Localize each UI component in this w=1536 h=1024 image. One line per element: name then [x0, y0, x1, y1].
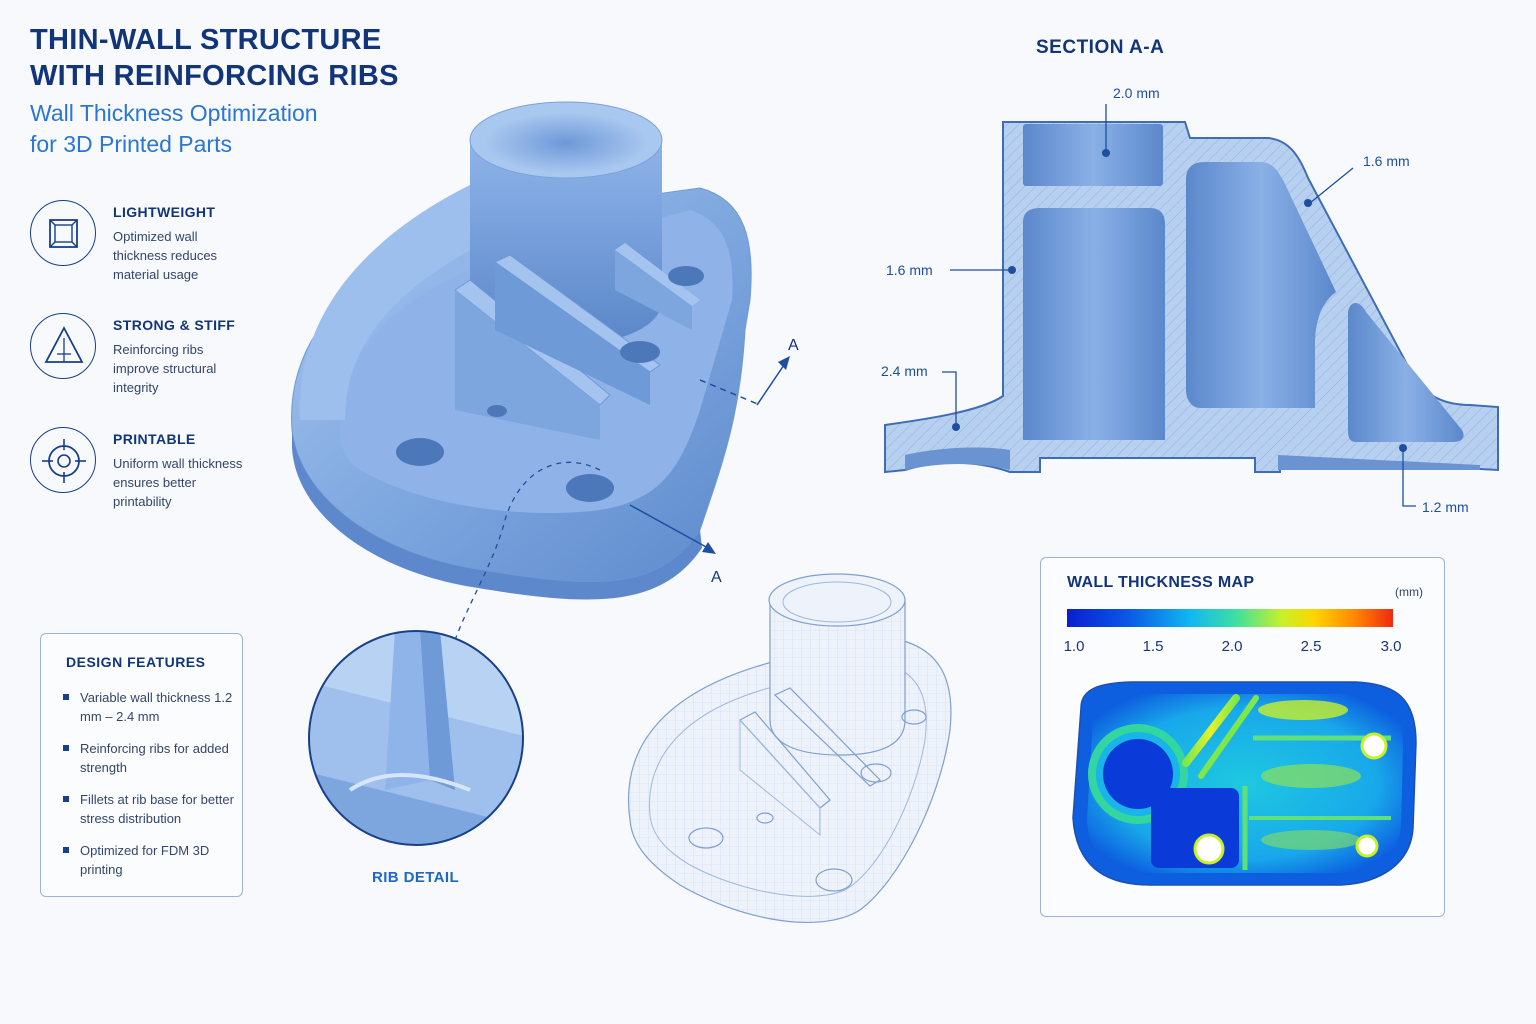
cube-icon [30, 200, 96, 266]
dim-base-left-label: 2.4 mm [881, 363, 928, 379]
triangle-icon [30, 313, 96, 379]
feature-title: STRONG & STIFF [113, 317, 236, 333]
thickness-heatmap [1072, 681, 1417, 886]
bullet-icon [63, 847, 69, 853]
title-line-2: WITH REINFORCING RIBS [30, 60, 399, 92]
design-features-panel: DESIGN FEATURES Variable wall thickness … [40, 633, 243, 897]
page-title: THIN-WALL STRUCTURE WITH REINFORCING RIB… [30, 22, 399, 94]
section-title: SECTION A-A [1036, 37, 1165, 58]
feature-lightweight: LIGHTWEIGHT Optimized wall thickness red… [30, 200, 250, 290]
section-marker-bottom: A [711, 569, 722, 586]
map-title: WALL THICKNESS MAP [1067, 574, 1255, 591]
title-line-1: THIN-WALL STRUCTURE [30, 24, 382, 56]
crosshair-icon [30, 427, 96, 493]
feature-strong-stiff: STRONG & STIFF Reinforcing ribs improve … [30, 313, 250, 403]
map-unit: (mm) [1395, 585, 1423, 599]
feature-description: Reinforcing ribs improve structural inte… [113, 342, 217, 395]
section-cut-line: A A [629, 337, 799, 586]
feature-description: Uniform wall thickness ensures better pr… [113, 456, 243, 509]
scale-tick: 1.5 [1142, 638, 1164, 655]
dim-left-wall-label: 1.6 mm [886, 262, 933, 278]
bullet-icon [63, 694, 69, 700]
scale-tick: 2.5 [1300, 638, 1322, 655]
color-scale-bar [1067, 609, 1393, 627]
rib-detail-label: RIB DETAIL [372, 869, 460, 886]
section-marker-top: A [788, 337, 799, 354]
design-features-list: Variable wall thickness 1.2 mm – 2.4 mm … [63, 688, 241, 892]
dim-right-wall-label: 1.6 mm [1363, 153, 1410, 169]
bullet-icon [63, 745, 69, 751]
bullet-icon [63, 796, 69, 802]
list-item: Optimized for FDM 3D printing [63, 841, 241, 879]
subtitle-line-2: for 3D Printed Parts [30, 131, 232, 157]
part-3d-render [291, 101, 752, 600]
scale-tick: 3.0 [1380, 638, 1402, 655]
scale-tick: 2.0 [1221, 638, 1243, 655]
rib-detail-leader [454, 461, 601, 641]
list-item: Variable wall thickness 1.2 mm – 2.4 mm [63, 688, 241, 726]
page-subtitle: Wall Thickness Optimization for 3D Print… [30, 98, 318, 160]
list-item: Fillets at rib base for better stress di… [63, 790, 241, 828]
part-wireframe [627, 573, 952, 924]
section-dimensions: 2.0 mm 1.6 mm 1.6 mm 2.4 mm 1.2 mm [881, 85, 1469, 515]
feature-title: LIGHTWEIGHT [113, 204, 216, 220]
wall-thickness-map-panel: WALL THICKNESS MAP (mm) 1.0 1.5 2.0 2.5 … [1040, 557, 1445, 917]
rib-detail-zoom [308, 630, 524, 846]
scale-tick: 1.0 [1063, 638, 1085, 655]
feature-printable: PRINTABLE Uniform wall thickness ensures… [30, 427, 250, 517]
design-features-title: DESIGN FEATURES [66, 654, 206, 670]
dim-base-right-label: 1.2 mm [1422, 499, 1469, 515]
feature-title: PRINTABLE [113, 431, 196, 447]
list-item: Reinforcing ribs for added strength [63, 739, 241, 777]
section-view [884, 121, 1499, 474]
subtitle-line-1: Wall Thickness Optimization [30, 100, 318, 126]
dim-top-label: 2.0 mm [1113, 85, 1160, 101]
feature-description: Optimized wall thickness reduces materia… [113, 229, 218, 282]
